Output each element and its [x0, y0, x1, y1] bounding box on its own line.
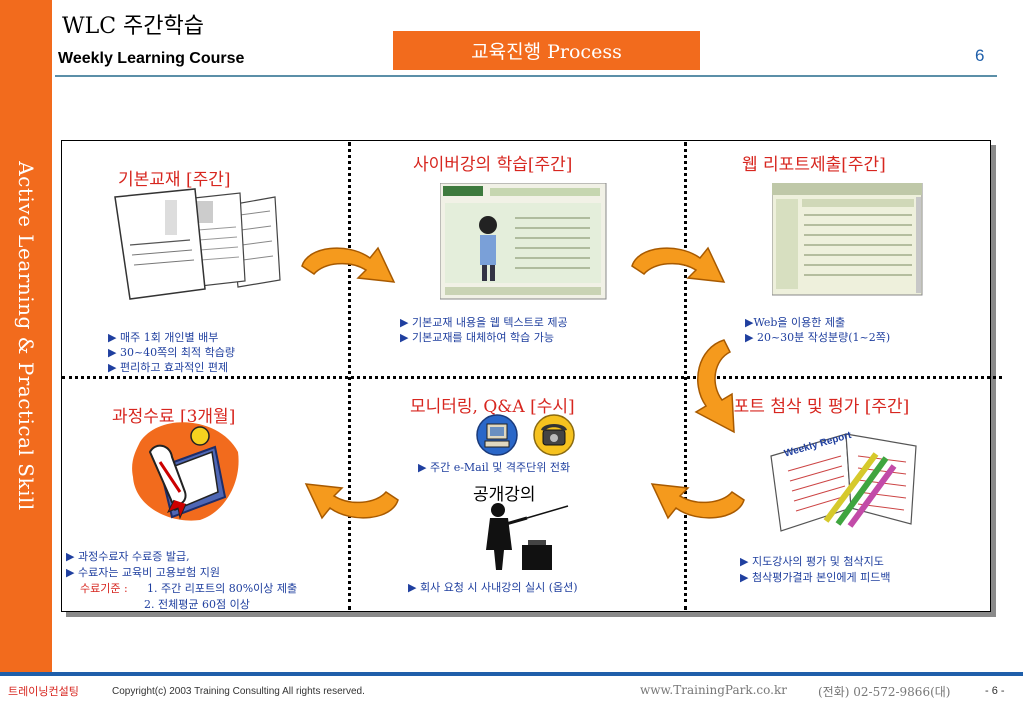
- divider-horizontal: [62, 376, 1002, 379]
- footer-brand: 트레이닝컨설팅: [8, 685, 79, 698]
- review-title: 리포트 첨삭 및 평가 [주간]: [718, 397, 910, 417]
- footer-copyright: Copyright(c) 2003 Training Consulting Al…: [112, 686, 365, 697]
- textbook-image: [114, 188, 281, 300]
- completion-bullet-2: ▶ 수료자는 교육비 고용보험 지원: [66, 566, 221, 579]
- textbook-bullet-3: ▶ 편리하고 효과적인 편제: [108, 361, 229, 374]
- completion-criteria-label: 수료기준 :: [80, 582, 128, 595]
- textbook-bullet-1: ▶ 매주 1회 개인별 배부: [108, 331, 219, 344]
- textbook-title: 기본교재 [주간]: [118, 170, 231, 190]
- section-header-box: 교육진행 Process: [393, 31, 700, 70]
- cyber-screenshot: [440, 183, 607, 300]
- review-bullet-2: ▶ 첨삭평가결과 본인에게 피드백: [740, 571, 891, 584]
- flow-arrow-left-bottom-left: [304, 483, 399, 520]
- footer-url[interactable]: www.TrainingPark.co.kr: [640, 683, 787, 697]
- completion-bullet-1: ▶ 과정수료자 수료증 발급,: [66, 550, 190, 563]
- cyber-title: 사이버강의 학습[주간]: [413, 155, 573, 175]
- computer-icon: [476, 414, 518, 456]
- open-lecture-title: 공개강의: [473, 485, 536, 505]
- flow-arrow-right-top-right: [631, 246, 726, 283]
- phone-icon: [533, 414, 575, 456]
- cyber-bullet-1: ▶ 기본교재 내용을 웹 텍스트로 제공: [400, 316, 568, 329]
- web-report-title: 웹 리포트제출[주간]: [742, 155, 886, 175]
- web-report-bullet-1: ▶Web을 이용한 제출: [745, 316, 846, 329]
- completion-criteria-1: 1. 주간 리포트의 80%이상 제출: [147, 582, 298, 595]
- cyber-bullet-2: ▶ 기본교재를 대체하여 학습 가능: [400, 331, 555, 344]
- review-bullet-1: ▶ 지도강사의 평가 및 첨삭지도: [740, 555, 884, 568]
- page-title: WLC 주간학습: [62, 14, 205, 39]
- weekly-report-image: [770, 433, 917, 532]
- footer-phone: (전화) 02-572-9866(대): [818, 685, 951, 699]
- web-report-bullet-2: ▶ 20~30분 작성분량(1~2쪽): [745, 331, 891, 344]
- monitoring-title: 모니터링, Q&A [수시]: [410, 397, 575, 417]
- sidebar-text: Active Learning & Practical Skill: [14, 161, 38, 511]
- monitoring-bullet-1: ▶ 주간 e-Mail 및 격주단위 전화: [418, 461, 571, 474]
- completion-criteria-2: 2. 전체평균 60점 이상: [144, 598, 250, 611]
- textbook-bullet-2: ▶ 30~40쪽의 최적 학습량: [108, 346, 235, 359]
- page-subtitle: Weekly Learning Course: [58, 50, 245, 67]
- lecturer-icon: [486, 503, 569, 570]
- flow-arrow-right-top-left: [301, 246, 396, 283]
- flow-arrow-left-bottom-right: [650, 483, 745, 520]
- footer-page-number: - 6 -: [985, 685, 1005, 697]
- monitoring-bullet-2: ▶ 회사 요청 시 사내강의 실시 (옵션): [408, 581, 578, 594]
- flow-arrow-down: [694, 339, 735, 434]
- web-report-screenshot: [772, 183, 923, 296]
- footer-divider: [0, 672, 1023, 676]
- diploma-icon: [132, 422, 239, 521]
- completion-title: 과정수료 [3개월]: [112, 407, 236, 427]
- sidebar: Active Learning & Practical Skill: [0, 0, 52, 672]
- page-number: 6: [975, 46, 985, 65]
- header-divider: [55, 75, 997, 77]
